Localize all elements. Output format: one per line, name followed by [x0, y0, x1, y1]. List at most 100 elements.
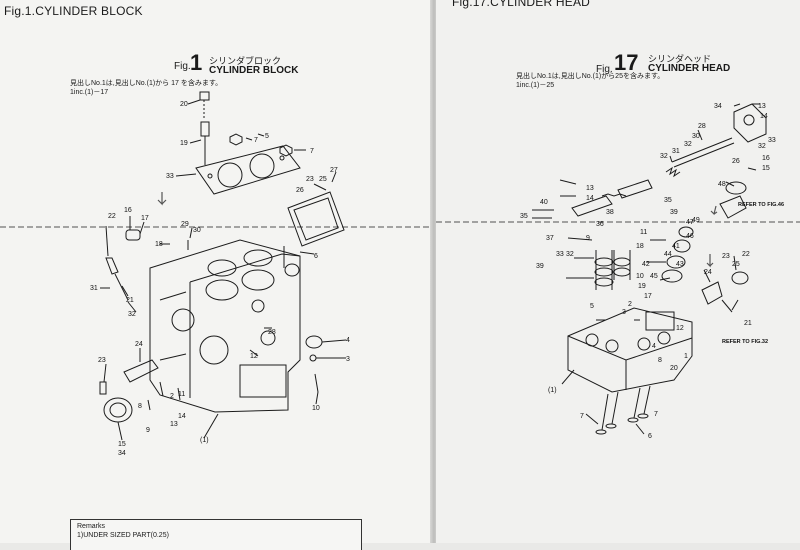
book-gutter: [430, 0, 438, 543]
callout-11: 11: [178, 391, 185, 398]
callout-4: 4: [652, 343, 656, 350]
callout-14: 14: [178, 413, 186, 420]
callout-32: 32: [128, 311, 136, 318]
inclusion-note-jp: 見出しNo.1は,見出しNo.(1)から25を含みます。: [516, 73, 665, 80]
callout-9: 9: [586, 235, 590, 242]
callout-21: 21: [744, 320, 752, 327]
callout-14-left: 14: [586, 195, 594, 202]
callout-9: 9: [146, 427, 150, 434]
callout-25: 25: [732, 261, 740, 268]
callout-part-1: (1): [200, 437, 209, 444]
remarks-line-1: 1)UNDER SIZED PART(0.25): [77, 532, 169, 539]
callout-28: 28: [268, 329, 276, 336]
callout-33: 33: [166, 173, 174, 180]
fig-prefix: Fig.: [174, 61, 191, 72]
callout-30: 30: [193, 227, 201, 234]
callout-24: 24: [135, 341, 143, 348]
callout-14-top: 14: [760, 113, 768, 120]
callout-16: 16: [762, 155, 770, 162]
callout-2: 2: [628, 301, 632, 308]
callout-11: 11: [640, 229, 647, 236]
callout-3: 3: [622, 309, 626, 316]
callout-12: 12: [250, 353, 258, 360]
right-page-cylinder-head: Fig.17.CYLINDER HEAD Fig. 17 シリンダヘッド CYL…: [436, 0, 800, 543]
callout-12: 12: [676, 325, 684, 332]
title-english: CYLINDER BLOCK: [209, 65, 299, 76]
callout-17: 17: [141, 215, 149, 222]
callout-23: 23: [722, 253, 730, 260]
refer-note-bottom: REFER TO FIG.32: [722, 339, 768, 345]
callout-20: 20: [670, 365, 678, 372]
callout-34: 34: [714, 103, 722, 110]
callout-7-right: 7: [310, 148, 314, 155]
callout-35-left: 35: [520, 213, 528, 220]
right-page-header: Fig.17.CYLINDER HEAD: [452, 0, 591, 9]
callout-47: 47: [686, 219, 694, 226]
callout-31: 31: [672, 148, 680, 155]
remarks-title: Remarks: [77, 523, 106, 530]
callout-35-right: 35: [664, 197, 672, 204]
callout-45: 45: [650, 273, 658, 280]
callout-3: 3: [346, 356, 350, 363]
title-japanese: シリンダヘッド: [648, 54, 712, 64]
callout-2: 2: [170, 393, 174, 400]
callout-33-top: 33: [768, 137, 776, 144]
callout-46: 46: [686, 233, 694, 240]
callout-19: 19: [638, 283, 646, 290]
callout-32-left: 32: [660, 153, 668, 160]
callout-33-left: 33: [556, 251, 564, 258]
callout-24: 24: [704, 269, 712, 276]
cylinder-head-exploded-diagram: REFER TO FIG.46 REFER TO FIG.32 34 13 14…: [436, 103, 800, 440]
callout-19: 19: [180, 140, 188, 147]
cylinder-block-exploded-diagram: 20 19 7 5 7 33 2 6 25 27 23 16 17 18 29 3…: [0, 91, 432, 457]
callout-13: 13: [170, 421, 178, 428]
remarks-box: Remarks 1)UNDER SIZED PART(0.25): [70, 519, 362, 550]
callout-16: 16: [124, 207, 132, 214]
callout-32-top: 32: [758, 143, 766, 150]
fig-number: 1: [190, 50, 203, 75]
callout-23-top: 23: [306, 176, 314, 183]
callout-29: 29: [181, 221, 189, 228]
callout-10: 10: [636, 273, 644, 280]
callout-39-right: 39: [670, 209, 678, 216]
title-english: CYLINDER HEAD: [648, 63, 731, 74]
inclusion-note-jp: 見出しNo.1は,見出しNo.(1)から 17 を含みます。: [70, 80, 223, 87]
callout-20: 20: [180, 101, 188, 108]
callout-30: 30: [692, 133, 700, 140]
callout-44: 44: [664, 251, 672, 258]
left-page-header: Fig.1.CYLINDER BLOCK: [4, 4, 143, 18]
callout-8: 8: [658, 357, 662, 364]
inclusion-note: 1inc.(1)－25: [516, 82, 555, 89]
title-japanese: シリンダブロック: [209, 56, 282, 66]
callout-48: 48: [718, 181, 726, 188]
callout-15: 15: [762, 165, 770, 172]
fig-prefix: Fig.: [596, 64, 613, 75]
callout-18: 18: [155, 241, 163, 248]
callout-7-top: 7: [254, 137, 258, 144]
callout-7-left: 7: [580, 413, 584, 420]
callout-28: 28: [698, 123, 706, 130]
callout-21: 21: [126, 297, 134, 304]
left-page-cylinder-block: Fig.1.CYLINDER BLOCK Fig. 1 シリンダブロック CYL…: [0, 0, 432, 550]
callout-27: 27: [330, 167, 338, 174]
callout-6: 6: [648, 433, 652, 440]
callout-42: 42: [642, 261, 650, 268]
callout-part-1: (1): [548, 387, 557, 394]
callout-37: 37: [546, 235, 554, 242]
callout-5: 5: [265, 133, 269, 140]
callout-22: 22: [742, 251, 750, 258]
callout-10: 10: [312, 405, 320, 412]
callout-13-top: 13: [758, 103, 766, 110]
callout-18: 18: [636, 243, 644, 250]
callout-7-right: 7: [654, 411, 658, 418]
callout-5: 5: [590, 303, 594, 310]
callout-25: 25: [319, 176, 327, 183]
callout-36: 36: [596, 221, 604, 228]
callout-17: 17: [644, 293, 652, 300]
callout-22: 22: [108, 213, 116, 220]
callout-32-low: 32: [566, 251, 574, 258]
refer-note-top: REFER TO FIG.46: [738, 202, 784, 208]
callout-38: 38: [606, 209, 614, 216]
callout-39-left: 39: [536, 263, 544, 270]
callout-6: 6: [314, 253, 318, 260]
